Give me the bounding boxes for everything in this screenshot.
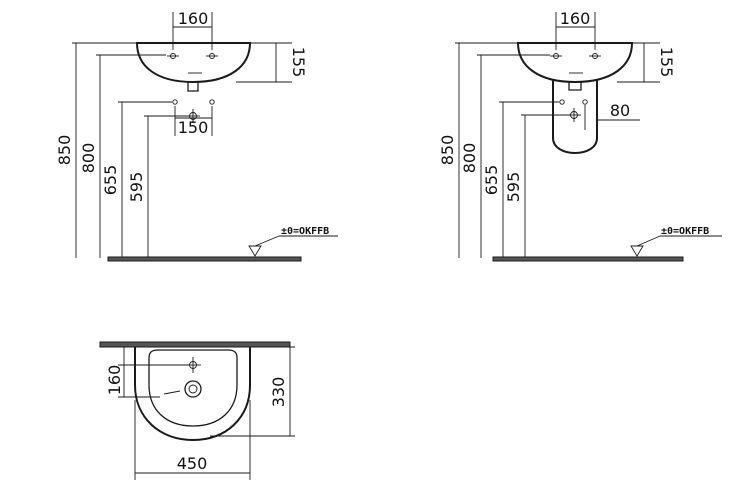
- wall-hung-front-view: 160 155 150 850 800 655 595 ±0=OKFFB: [55, 9, 338, 262]
- floor-reference-label: ±0=OKFFB: [281, 226, 329, 237]
- dim-pedestal-height-waste: 595: [504, 172, 523, 203]
- dim-basin-height: 155: [289, 47, 308, 78]
- supply-point-right: [209, 99, 215, 105]
- pedestal-floor-line: [492, 256, 684, 262]
- dim-plan-tap-offset: 160: [105, 365, 124, 396]
- dim-pedestal-basin-height: 155: [657, 47, 676, 78]
- floor-line: [107, 256, 302, 262]
- top-plan-view: 160 330 450: [99, 341, 295, 480]
- basin-outline: [135, 42, 252, 84]
- pedestal-column: [552, 80, 598, 154]
- dim-pedestal-height-supply: 655: [482, 165, 501, 196]
- pedestal-floor-reference-label: ±0=OKFFB: [661, 226, 709, 237]
- dim-basin-hole-spacing: 160: [178, 9, 209, 28]
- dim-plan-width: 450: [177, 454, 208, 473]
- dim-height-rim: 800: [79, 143, 98, 174]
- dim-plan-depth: 330: [269, 377, 288, 408]
- plan-basin-inner: [148, 349, 238, 427]
- tap-hole-left: [167, 53, 179, 59]
- supply-point-left: [172, 99, 178, 105]
- plan-basin-outer: [134, 347, 251, 442]
- dim-outlet-spacing: 150: [178, 118, 209, 137]
- dim-pedestal-height-rim: 800: [460, 143, 479, 174]
- pedestal-basin-outline: [516, 42, 634, 84]
- dim-height-supply: 655: [101, 165, 120, 196]
- pedestal-front-view: 160 155 80 850 800 655 595 ±0=OKFFB: [438, 9, 722, 262]
- tap-hole-right: [206, 53, 218, 59]
- dim-height-waste: 595: [127, 172, 146, 203]
- dim-height-total: 850: [55, 135, 74, 166]
- wall-line: [99, 341, 291, 348]
- dim-pedestal-offset: 80: [610, 101, 630, 120]
- dim-pedestal-basin-hole-spacing: 160: [560, 9, 591, 28]
- dim-pedestal-height-total: 850: [438, 135, 457, 166]
- plan-drain: [184, 380, 202, 398]
